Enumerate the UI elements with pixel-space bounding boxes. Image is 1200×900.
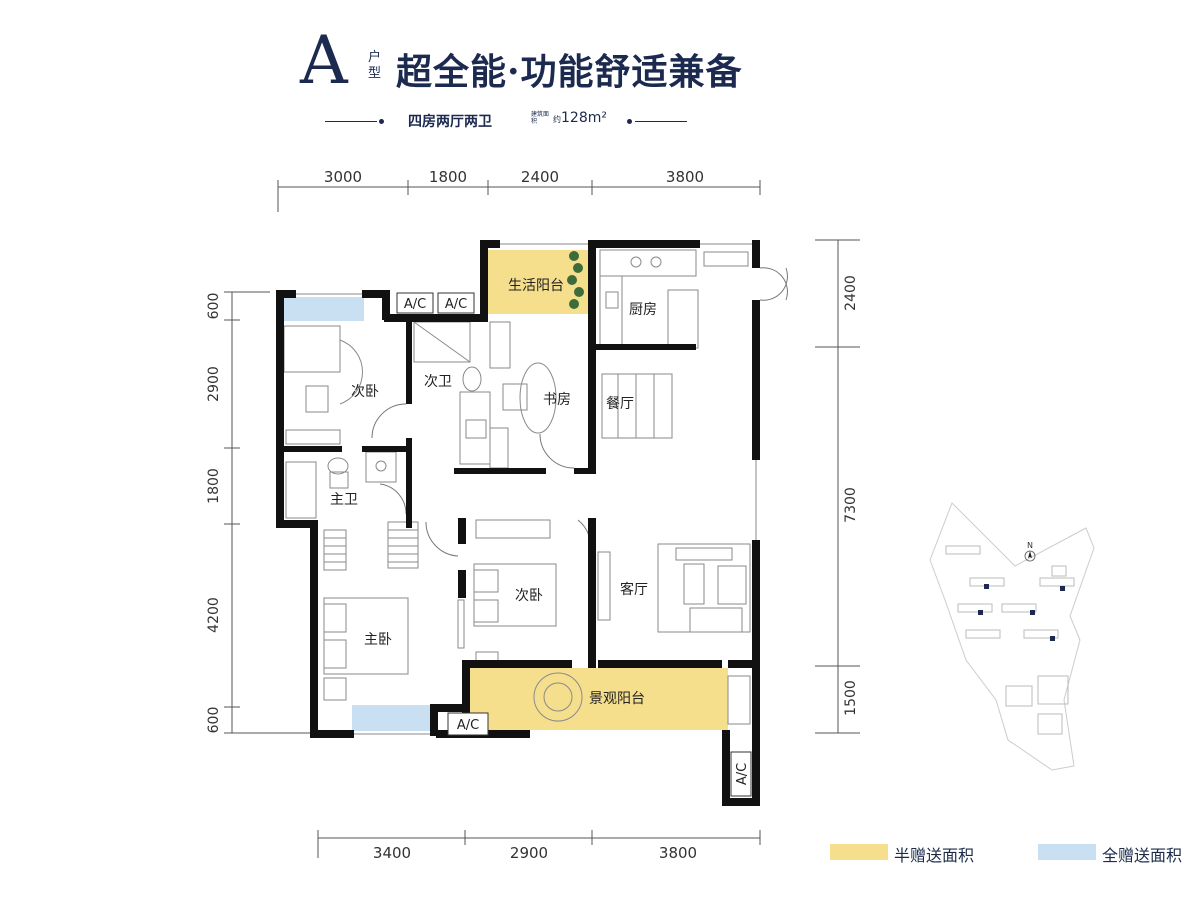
dim-right-1: 2400 xyxy=(843,275,859,311)
ac-label-1: A/C xyxy=(404,297,426,312)
dimension-right xyxy=(815,239,860,734)
legend-swatch-half-gift xyxy=(830,844,888,860)
room-label-living: 客厅 xyxy=(620,581,648,598)
dim-bottom-1: 3400 xyxy=(373,844,411,862)
ac-box-3: A/C xyxy=(447,712,489,736)
unit-letter: A xyxy=(300,22,348,99)
room-label-dining: 餐厅 xyxy=(606,396,634,412)
room-label-master-bath: 主卫 xyxy=(330,492,358,508)
compass-icon xyxy=(1024,550,1036,562)
room-label-second-bedroom-mid: 次卧 xyxy=(515,588,543,604)
room-label-view-balcony: 景观阳台 xyxy=(589,691,645,707)
door-swings xyxy=(371,267,788,557)
room-label-second-bedroom-top: 次卧 xyxy=(351,384,379,400)
area-tag: 建筑面积 xyxy=(531,111,550,125)
room-label-second-bath: 次卫 xyxy=(424,374,452,390)
dim-left-5: 600 xyxy=(206,707,222,734)
subtitle-dot-left xyxy=(379,119,384,124)
legend-label-full-gift: 全赠送面积 xyxy=(1102,846,1183,865)
dim-left-2: 2900 xyxy=(206,366,222,402)
page-title: 超全能·功能舒适兼备 xyxy=(396,51,743,93)
master-window-fill xyxy=(352,705,430,731)
room-label-kitchen: 厨房 xyxy=(629,302,657,318)
view-balcony-fill xyxy=(470,668,728,730)
dim-top-3: 2400 xyxy=(521,168,559,186)
ac-box-1: A/C xyxy=(396,292,434,314)
dimension-left xyxy=(224,291,310,734)
dim-right-2: 7300 xyxy=(843,487,859,523)
area-value: 128m² xyxy=(561,110,607,126)
dim-bottom-3: 3800 xyxy=(659,844,697,862)
furniture xyxy=(283,249,751,725)
ac-box-4: A/C xyxy=(730,751,752,797)
subtitle-line-left xyxy=(325,121,377,122)
room-label-living-balcony: 生活阳台 xyxy=(508,278,564,294)
dimension-top xyxy=(277,180,761,212)
legend-swatch-full-gift xyxy=(1038,844,1096,860)
dim-left-3: 1800 xyxy=(206,468,222,504)
ac-label-2: A/C xyxy=(445,297,467,312)
bedroom-window-fill xyxy=(284,297,364,321)
window-lines xyxy=(296,243,757,735)
subtitle-dot-right xyxy=(627,119,632,124)
dim-left-4: 4200 xyxy=(206,597,222,633)
area-info: 建筑面积约128m² xyxy=(531,110,607,126)
room-label-study: 书房 xyxy=(543,392,571,408)
subtitle-line-right xyxy=(635,121,687,122)
compass-label: N xyxy=(1027,541,1033,550)
dim-left-1: 600 xyxy=(206,293,222,320)
ac-label-3: A/C xyxy=(457,718,479,733)
unit-tag: 户型 xyxy=(368,50,382,81)
dim-bottom-2: 2900 xyxy=(510,844,548,862)
legend-label-half-gift: 半赠送面积 xyxy=(894,846,975,865)
layout-type: 四房两厅两卫 xyxy=(408,114,492,130)
site-key-plan: N xyxy=(929,502,1095,771)
dim-top-1: 3000 xyxy=(324,168,362,186)
ac-label-4: A/C xyxy=(735,763,750,785)
dim-top-2: 1800 xyxy=(429,168,467,186)
dim-top-4: 3800 xyxy=(666,168,704,186)
ac-box-2: A/C xyxy=(437,292,475,314)
dim-right-3: 1500 xyxy=(843,680,859,716)
area-prefix: 约 xyxy=(553,115,561,124)
dimension-bottom xyxy=(317,830,761,858)
plants-decoration xyxy=(567,251,584,309)
room-label-master-bedroom: 主卧 xyxy=(364,632,392,648)
